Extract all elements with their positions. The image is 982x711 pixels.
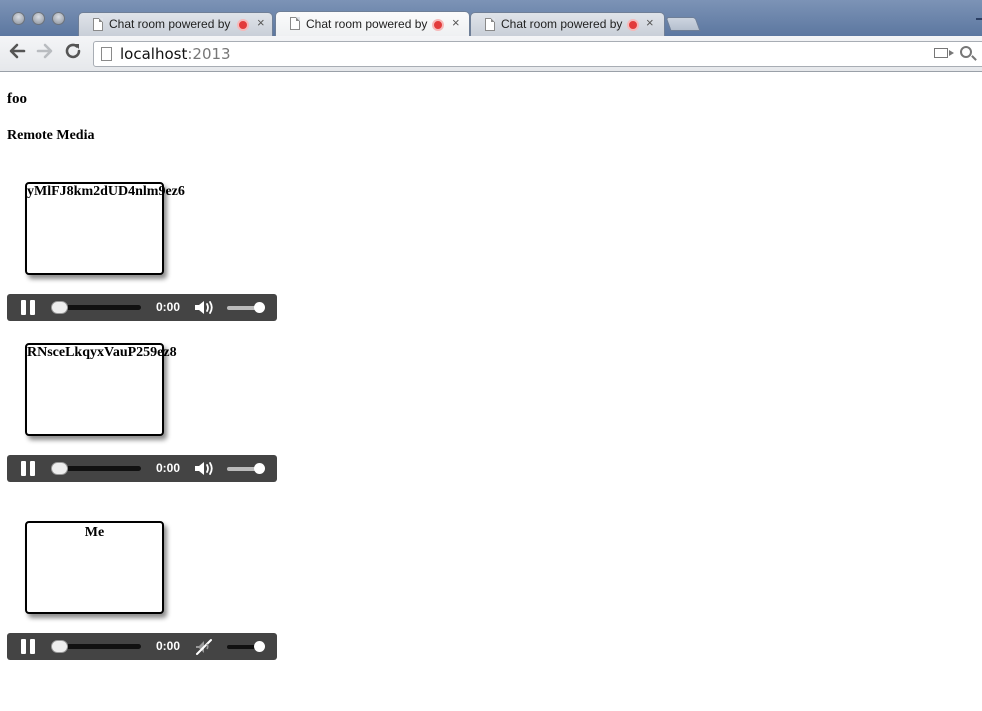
address-bar[interactable]: localhost:2013 (93, 41, 982, 67)
muted-volume-icon[interactable] (194, 638, 216, 655)
record-icon (237, 19, 249, 31)
volume-icon[interactable] (194, 299, 216, 316)
back-icon[interactable] (8, 42, 26, 65)
forward-icon[interactable] (36, 42, 54, 65)
volume-thumb[interactable] (254, 641, 265, 652)
zoom-icon[interactable] (960, 46, 972, 58)
volume-slider[interactable] (227, 645, 260, 649)
seek-slider[interactable] (52, 466, 141, 471)
seek-thumb[interactable] (51, 301, 68, 314)
audio-player: 0:00 (7, 455, 277, 482)
window-close-button[interactable] (12, 12, 25, 25)
time-display: 0:00 (156, 300, 181, 314)
window-minimize-button[interactable] (32, 12, 45, 25)
tab-title: Chat room powered by (109, 17, 231, 31)
url-port: :2013 (187, 45, 231, 63)
pause-icon[interactable] (21, 300, 37, 315)
seek-slider[interactable] (52, 644, 141, 649)
volume-slider[interactable] (227, 467, 260, 471)
volume-slider[interactable] (227, 306, 260, 310)
tab-2[interactable]: Chat room powered by × (275, 11, 470, 37)
tab-title: Chat room powered by (501, 17, 623, 31)
remote-video[interactable]: yMlFJ8km2dUD4nlm9ez6 (25, 182, 185, 275)
tab-close-button[interactable]: × (646, 15, 654, 30)
seek-thumb[interactable] (51, 640, 68, 653)
record-icon (432, 19, 444, 31)
tab-close-button[interactable]: × (257, 15, 265, 30)
page-icon (101, 47, 112, 61)
stream-id-label: RNsceLkqyxVauP259ez8 (27, 345, 177, 360)
audio-player: 0:00 (7, 633, 277, 660)
tab-1[interactable]: Chat room powered by × (78, 12, 273, 36)
page-icon (485, 18, 495, 31)
record-icon (627, 19, 639, 31)
volume-thumb[interactable] (254, 302, 265, 313)
pause-icon[interactable] (21, 461, 37, 476)
local-video-label: Me (84, 525, 105, 540)
pause-icon[interactable] (21, 639, 37, 654)
time-display: 0:00 (156, 461, 181, 475)
remote-media-heading: Remote Media (7, 128, 95, 143)
stream-id-label: yMlFJ8km2dUD4nlm9ez6 (27, 184, 185, 199)
reload-icon[interactable] (64, 42, 82, 65)
url-text[interactable]: localhost:2013 (120, 45, 231, 63)
profile-icon (976, 14, 982, 20)
seek-thumb[interactable] (51, 462, 68, 475)
audio-player: 0:00 (7, 294, 277, 321)
tab-close-button[interactable]: × (452, 15, 460, 30)
local-video[interactable]: Me (25, 521, 164, 614)
time-display: 0:00 (156, 639, 181, 653)
remote-video[interactable]: RNsceLkqyxVauP259ez8 (25, 343, 177, 436)
volume-thumb[interactable] (254, 463, 265, 474)
window-zoom-button[interactable] (52, 12, 65, 25)
tab-title: Chat room powered by (306, 17, 428, 31)
page-icon (290, 17, 300, 30)
page-icon (93, 18, 103, 31)
page-content: foo Remote Media yMlFJ8km2dUD4nlm9ez6 0:… (0, 73, 982, 711)
seek-slider[interactable] (52, 305, 141, 310)
volume-icon[interactable] (194, 460, 216, 477)
browser-toolbar: localhost:2013 (0, 36, 982, 72)
tab-3[interactable]: Chat room powered by × (470, 12, 665, 36)
camera-icon[interactable] (934, 48, 954, 58)
url-host: localhost (120, 45, 188, 63)
new-tab-button[interactable] (665, 17, 701, 31)
page-title: foo (7, 91, 27, 107)
tab-strip: Chat room powered by × Chat room powered… (0, 0, 982, 37)
